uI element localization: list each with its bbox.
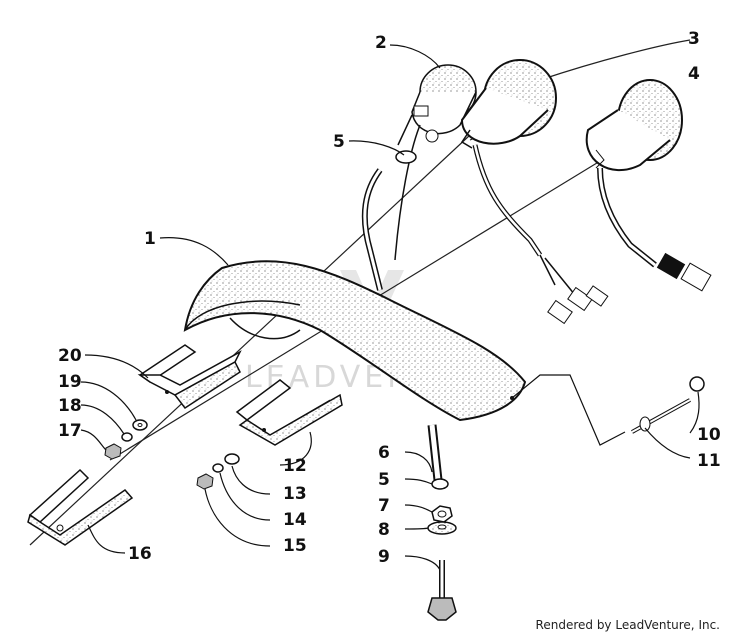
- callout-4: 4: [688, 64, 700, 84]
- callout-10: 10: [697, 425, 721, 445]
- washer-19: [132, 419, 148, 431]
- nut-7: [431, 505, 453, 523]
- nut-15: [196, 473, 214, 490]
- callout-17: 17: [58, 421, 82, 441]
- clip-5-lower: [431, 478, 449, 490]
- callout-5-upper: 5: [333, 132, 345, 152]
- callout-15: 15: [283, 536, 307, 556]
- gauge-4: [585, 79, 712, 292]
- callout-5-lower: 5: [378, 470, 390, 490]
- stem-6: [427, 424, 443, 481]
- bracket-20: [137, 344, 242, 410]
- callout-labels: 2 3 4 5 1 20 19 18 17 12 13 14 15 16 6 5…: [58, 29, 721, 567]
- washer-13: [224, 453, 240, 465]
- washer-8: [427, 521, 457, 535]
- bolt-9: [427, 560, 457, 621]
- lockwasher-18: [121, 432, 133, 442]
- lockwasher-14: [212, 463, 224, 473]
- callout-7: 7: [378, 496, 390, 516]
- bracket-1: [183, 260, 527, 422]
- callout-1: 1: [144, 229, 156, 249]
- callout-8: 8: [378, 520, 390, 540]
- gauge-3: [460, 59, 609, 325]
- callout-leaders: [80, 44, 700, 571]
- callout-18: 18: [58, 396, 82, 416]
- callout-20: 20: [58, 346, 82, 366]
- callout-11: 11: [697, 451, 721, 471]
- nut-17: [104, 443, 122, 460]
- bracket-16: [27, 468, 134, 546]
- callout-6: 6: [378, 443, 390, 463]
- clip-5-upper: [395, 150, 417, 164]
- credit-text: Rendered by LeadVenture, Inc.: [535, 618, 720, 632]
- callout-13: 13: [283, 484, 307, 504]
- callout-14: 14: [283, 510, 307, 530]
- gauge-mount-column: [361, 124, 421, 291]
- gauge-2: [397, 64, 477, 146]
- callout-9: 9: [378, 547, 390, 567]
- callout-2: 2: [375, 33, 387, 53]
- screw-11: [631, 398, 691, 434]
- callout-3: 3: [688, 29, 700, 49]
- cap-10: [689, 376, 705, 392]
- callout-12: 12: [283, 456, 307, 476]
- bracket-12: [235, 379, 343, 446]
- callout-19: 19: [58, 372, 82, 392]
- callout-16: 16: [128, 544, 152, 564]
